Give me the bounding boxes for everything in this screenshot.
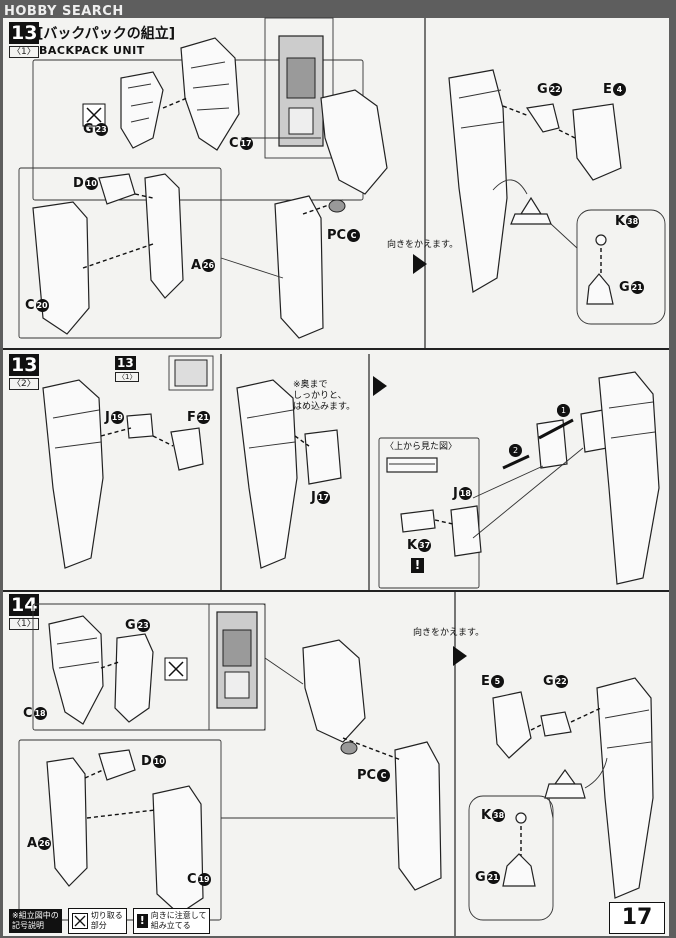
part-number-c20: 20 bbox=[35, 299, 49, 312]
step-number: 13 bbox=[9, 354, 40, 376]
part-number-g23: 23 bbox=[94, 123, 108, 136]
turn-over-note: 向きをかえます。 bbox=[387, 240, 459, 250]
part-number-g23: 23 bbox=[136, 619, 150, 632]
part-number-pcc: C bbox=[347, 229, 361, 242]
insert-note-line: ※奥まで bbox=[293, 380, 328, 390]
label-j19: J bbox=[105, 410, 110, 425]
label-k37: K bbox=[407, 538, 418, 553]
substep-label: 〈1〉 bbox=[9, 46, 39, 58]
part-number-j18: 18 bbox=[458, 487, 472, 500]
part-number-c19: 19 bbox=[197, 873, 211, 886]
label-c17: C bbox=[229, 136, 239, 151]
page-number: 17 bbox=[609, 902, 665, 934]
watermark-text: HOBBY SEARCH bbox=[4, 3, 124, 19]
label-a26: A bbox=[191, 258, 202, 273]
part-number-g22: 22 bbox=[554, 675, 568, 688]
legend-heading-line: ※組立図中の bbox=[12, 911, 59, 920]
legend-cut: 切り取る 部分 bbox=[67, 908, 127, 934]
step-14-1-illustration bbox=[18, 592, 654, 936]
part-number-e5: 5 bbox=[490, 675, 504, 688]
label-g22: G bbox=[543, 674, 554, 689]
label-k38: K bbox=[615, 214, 626, 229]
label-c18: C bbox=[23, 706, 33, 721]
label-j17: J bbox=[311, 490, 316, 505]
instruction-sheet: 13 〈1〉 [バックパックの組立] BACKPACK UNIT bbox=[3, 17, 669, 936]
label-a26: A bbox=[27, 836, 38, 851]
label-g23: G bbox=[83, 122, 94, 137]
insert-note-line: しっかりと、 bbox=[293, 391, 347, 401]
label-k38: K bbox=[481, 808, 492, 823]
insert-note-line: はめ込みます。 bbox=[293, 402, 356, 412]
step-number: 13 bbox=[9, 22, 40, 44]
part-number-d10: 10 bbox=[152, 755, 166, 768]
legend-cut-line: 部分 bbox=[90, 921, 107, 930]
section-title-en: BACKPACK UNIT bbox=[39, 44, 145, 57]
step-arrow-icon bbox=[453, 646, 467, 666]
label-g23: G bbox=[125, 618, 136, 633]
part-number-j17: 17 bbox=[316, 491, 330, 504]
legend-heading: ※組立図中の 記号説明 bbox=[9, 909, 62, 933]
part-number-k38: 38 bbox=[492, 809, 506, 822]
part-number-c17: 17 bbox=[239, 137, 253, 150]
section-divider bbox=[3, 590, 669, 592]
substep-label: 〈2〉 bbox=[9, 378, 39, 390]
label-g21: G bbox=[619, 280, 630, 295]
substep-label: 〈1〉 bbox=[9, 618, 39, 630]
nipper-icon bbox=[71, 913, 88, 929]
part-number-d10: 10 bbox=[84, 177, 98, 190]
order-number-1: 1 bbox=[557, 404, 570, 417]
label-c19: C bbox=[187, 872, 197, 887]
part-number-e4: 4 bbox=[612, 83, 626, 96]
part-number-pcc: C bbox=[377, 769, 391, 782]
legend-warning-line: 組み立てる bbox=[150, 921, 191, 930]
part-number-a26: 26 bbox=[202, 259, 216, 272]
label-g21: G bbox=[475, 870, 486, 885]
insert-note: ※奥まで しっかりと、 はめ込みます。 bbox=[293, 380, 355, 413]
orientation-warning-icon: ! bbox=[411, 558, 424, 573]
reference-step-number: 13 bbox=[115, 356, 136, 370]
part-number-f21: 21 bbox=[196, 411, 210, 424]
part-number-c18: 18 bbox=[33, 707, 47, 720]
label-j18: J bbox=[453, 486, 458, 501]
part-number-j19: 19 bbox=[110, 411, 124, 424]
watermark: HOBBY SEARCH bbox=[4, 2, 124, 20]
legend-warning-line: 向きに注意して bbox=[150, 911, 207, 920]
label-d10: D bbox=[73, 176, 84, 191]
legend-warning: ! 向きに注意して 組み立てる bbox=[132, 908, 211, 934]
step-number: 14 bbox=[9, 594, 40, 616]
part-number-k37: 37 bbox=[418, 539, 432, 552]
top-view-caption: 〈上から見た図〉 bbox=[385, 442, 458, 452]
warning-icon: ! bbox=[136, 914, 148, 928]
legend-cut-line: 切り取る bbox=[90, 911, 123, 920]
label-pcc: PC bbox=[327, 228, 347, 243]
part-number-a26: 26 bbox=[38, 837, 52, 850]
section-divider bbox=[3, 348, 669, 350]
turn-over-note: 向きをかえます。 bbox=[413, 628, 485, 638]
part-number-k38: 38 bbox=[626, 215, 640, 228]
symbol-legend: ※組立図中の 記号説明 切り取る 部分 ! 向きに注意して 組み立てる bbox=[9, 908, 211, 934]
reference-substep: 〈1〉 bbox=[115, 372, 140, 382]
step-arrow-icon bbox=[413, 254, 427, 274]
label-pcc: PC bbox=[357, 768, 377, 783]
part-number-g21: 21 bbox=[486, 871, 500, 884]
label-f21: F bbox=[187, 410, 196, 425]
order-number-2: 2 bbox=[509, 444, 522, 457]
legend-heading-line: 記号説明 bbox=[12, 921, 44, 930]
label-e5: E bbox=[481, 674, 490, 689]
part-number-g21: 21 bbox=[630, 281, 644, 294]
section-title-jp: [バックパックの組立] bbox=[37, 26, 176, 42]
label-d10: D bbox=[141, 754, 152, 769]
step-arrow-icon bbox=[373, 376, 387, 396]
label-e4: E bbox=[603, 82, 612, 97]
label-g22: G bbox=[537, 82, 548, 97]
part-number-g22: 22 bbox=[548, 83, 562, 96]
label-c20: C bbox=[25, 298, 35, 313]
